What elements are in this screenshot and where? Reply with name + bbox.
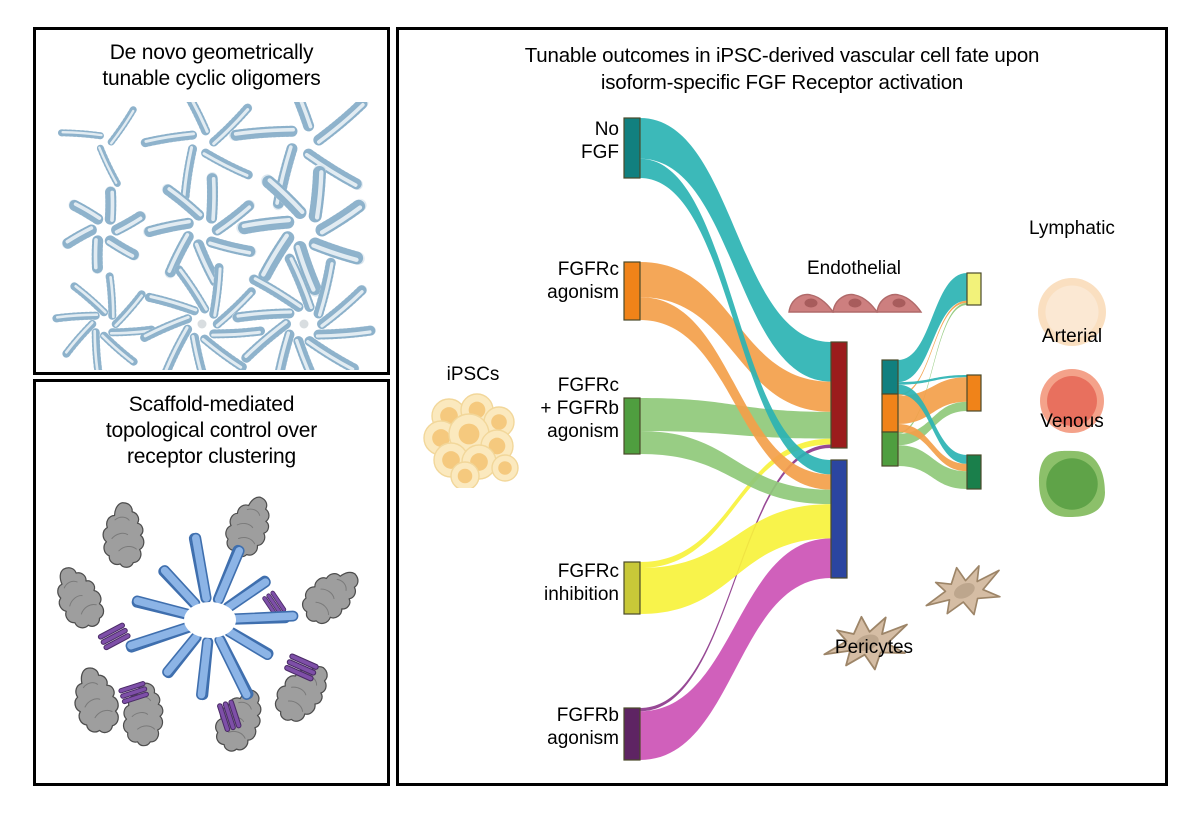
source-label-line1: FGFRc bbox=[557, 259, 619, 280]
sankey-node-fgfrc-agonism[interactable] bbox=[623, 261, 641, 321]
sankey-node-endothelial[interactable] bbox=[830, 341, 848, 449]
purple-helix-accent bbox=[284, 653, 319, 682]
source-label-line2: + FGFRb bbox=[540, 398, 619, 419]
sankey-source-label-fgfrb-agonism[interactable]: FGFRb agonism bbox=[449, 704, 619, 750]
sankey-link-fgfrc-agonism-to-endothelial[interactable] bbox=[640, 262, 831, 412]
sankey-link-fgfrc-agonism-to-pericytes[interactable] bbox=[640, 297, 831, 490]
sankey-diagram: iPSCs No FGF FGFRc agonism FGFRc + FGFRb… bbox=[399, 30, 1171, 789]
sankey-node-no-fgf[interactable] bbox=[623, 117, 641, 179]
sankey-link-fgfrb-agonism-to-pericytes[interactable] bbox=[640, 538, 831, 760]
receptor-blob bbox=[225, 496, 270, 558]
panel-sankey-title-line2: isoform-specific FGF Receptor activation bbox=[600, 71, 964, 94]
source-label-line1: FGFRc bbox=[557, 375, 619, 396]
sankey-link-fgfrb-agonism-to-endothelial[interactable] bbox=[640, 444, 831, 712]
endothelial-cell-nucleus bbox=[892, 298, 906, 308]
receptor-blob bbox=[57, 567, 105, 629]
endothelial-cell-nucleus bbox=[804, 298, 818, 308]
cyclic-oligomer bbox=[140, 263, 265, 370]
sankey-node-pericytes[interactable] bbox=[830, 459, 848, 579]
purple-helix-accent bbox=[118, 681, 149, 705]
sankey-link-no-fgf-to-endothelial[interactable] bbox=[640, 118, 831, 382]
source-label-line3: agonism bbox=[547, 421, 619, 442]
sankey-node-arterial[interactable] bbox=[966, 374, 982, 412]
sankey-link-ec-orange-to-venous[interactable] bbox=[898, 424, 967, 472]
sankey-node-venous[interactable] bbox=[966, 454, 982, 490]
sankey-node-ec-teal[interactable] bbox=[881, 359, 899, 395]
sankey-node-ec-green[interactable] bbox=[881, 431, 899, 467]
sankey-link-no-fgf-to-pericytes[interactable] bbox=[640, 158, 831, 475]
panel-scaffold-title-line3: receptor clustering bbox=[127, 445, 296, 468]
receptor-blob bbox=[301, 571, 359, 625]
lymphatic-cell-icon bbox=[1038, 278, 1106, 346]
panel-scaffold-title: Scaffold-mediated topological control ov… bbox=[36, 392, 387, 470]
cyclic-oligomer bbox=[143, 172, 257, 288]
purple-helix-accent bbox=[217, 699, 242, 732]
sankey-node-ec-orange[interactable] bbox=[881, 393, 899, 433]
panel-cyclic-oligomers: De novo geometrically tunable cyclic oli… bbox=[33, 27, 390, 375]
venous-cell-icon bbox=[1039, 450, 1105, 517]
cyclic-oligomer bbox=[57, 106, 137, 187]
sankey-source-label-fgfrc-fgfrb[interactable]: FGFRc + FGFRb agonism bbox=[449, 374, 619, 443]
panel-scaffold-clustering: Scaffold-mediated topological control ov… bbox=[33, 379, 390, 786]
sankey-link-ec-green-to-venous[interactable] bbox=[898, 445, 967, 489]
sankey-link-ec-green-to-lymphatic[interactable] bbox=[898, 302, 967, 434]
cyclic-oligomer bbox=[52, 272, 156, 370]
receptor-cluster-structure-icon bbox=[57, 496, 359, 752]
sankey-outcome-label-arterial[interactable]: Arterial bbox=[1041, 326, 1103, 347]
sankey-source-label-no-fgf[interactable]: No FGF bbox=[479, 118, 619, 164]
pericyte-cell bbox=[823, 615, 908, 671]
source-label-line2: agonism bbox=[547, 282, 619, 303]
receptor-blob bbox=[102, 502, 145, 568]
sankey-link-fgfrc-fgfrb-to-pericytes[interactable] bbox=[640, 431, 831, 505]
sankey-link-ec-teal-to-arterial[interactable] bbox=[898, 375, 967, 385]
panel-scaffold-title-line1: Scaffold-mediated bbox=[128, 393, 295, 416]
sankey-node-fgfrc-fgfrb[interactable] bbox=[623, 397, 641, 455]
cyclic-oligomer bbox=[229, 102, 369, 211]
source-label-line1: FGFRc bbox=[557, 561, 619, 582]
cyclic-oligomer-grid-icon bbox=[52, 102, 376, 370]
panel-oligomers-title: De novo geometrically tunable cyclic oli… bbox=[36, 40, 387, 92]
cyclic-oligomer bbox=[236, 164, 367, 297]
purple-helix-accent bbox=[97, 622, 131, 651]
sankey-outcome-label-venous[interactable]: Venous bbox=[1040, 411, 1104, 432]
cyclic-oligomer bbox=[140, 102, 254, 201]
sankey-link-ec-teal-to-lymphatic[interactable] bbox=[898, 273, 967, 383]
ipsc-label: iPSCs bbox=[446, 364, 500, 385]
ipsc-colony-icon bbox=[423, 393, 519, 488]
receptor-blob bbox=[74, 667, 119, 734]
arterial-cell-icon bbox=[1040, 369, 1104, 433]
sankey-source-label-fgfrc-agonism[interactable]: FGFRc agonism bbox=[459, 258, 619, 304]
pericyte-cell bbox=[925, 565, 1001, 616]
source-label-line2: FGF bbox=[581, 142, 619, 163]
panel-oligomers-title-line2: tunable cyclic oligomers bbox=[102, 67, 321, 90]
panel-sankey: Tunable outcomes in iPSC-derived vascula… bbox=[396, 27, 1168, 786]
panel-sankey-title: Tunable outcomes in iPSC-derived vascula… bbox=[399, 42, 1165, 96]
panel-sankey-title-line1: Tunable outcomes in iPSC-derived vascula… bbox=[524, 44, 1040, 67]
source-label-line2: agonism bbox=[547, 728, 619, 749]
source-label-line1: No bbox=[594, 119, 619, 140]
sankey-node-label-pericytes[interactable]: Pericytes bbox=[834, 637, 914, 658]
sankey-outcome-label-lymphatic[interactable]: Lymphatic bbox=[1029, 218, 1115, 239]
panel-scaffold-title-line2: topological control over bbox=[105, 419, 318, 442]
sankey-link-ec-orange-to-lymphatic[interactable] bbox=[898, 300, 967, 396]
cyclic-oligomer bbox=[61, 185, 147, 275]
cyclic-oligomer bbox=[232, 253, 376, 370]
sankey-node-lymphatic[interactable] bbox=[966, 272, 982, 306]
sankey-node-fgfrb-agonism[interactable] bbox=[623, 707, 641, 761]
sankey-source-label-fgfrc-inhibition[interactable]: FGFRc inhibition bbox=[449, 560, 619, 606]
sankey-node-fgfrc-inhib[interactable] bbox=[623, 561, 641, 615]
sankey-link-ec-teal-to-venous[interactable] bbox=[898, 384, 967, 464]
source-label-line2: inhibition bbox=[544, 584, 619, 605]
sankey-link-fgfrc-inhib-to-endothelial[interactable] bbox=[640, 438, 831, 569]
sankey-node-label-endothelial[interactable]: Endothelial bbox=[806, 258, 902, 279]
endothelial-cell-nucleus bbox=[848, 298, 862, 308]
source-label-line1: FGFRb bbox=[556, 705, 619, 726]
sankey-link-ec-orange-to-arterial[interactable] bbox=[898, 377, 967, 425]
sankey-link-fgfrc-inhib-to-pericytes[interactable] bbox=[640, 504, 831, 614]
panel-oligomers-title-line1: De novo geometrically bbox=[109, 41, 314, 64]
